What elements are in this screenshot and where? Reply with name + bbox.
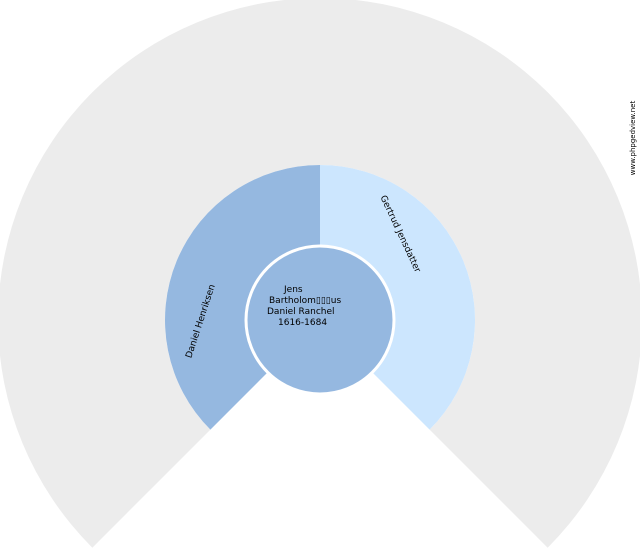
root-person-name-line-3: Daniel Ranchel (267, 307, 335, 317)
father-segment[interactable] (164, 165, 320, 430)
watermark-text: www.phpgedview.net (629, 101, 637, 176)
root-person-dates: 1616-1684 (278, 318, 327, 328)
mother-segment[interactable] (320, 165, 475, 430)
root-person-circle[interactable] (244, 244, 396, 396)
root-person-name-line-2: Bartholom▯▯▯us (269, 296, 341, 306)
root-person-first-name: Jens (283, 285, 303, 295)
